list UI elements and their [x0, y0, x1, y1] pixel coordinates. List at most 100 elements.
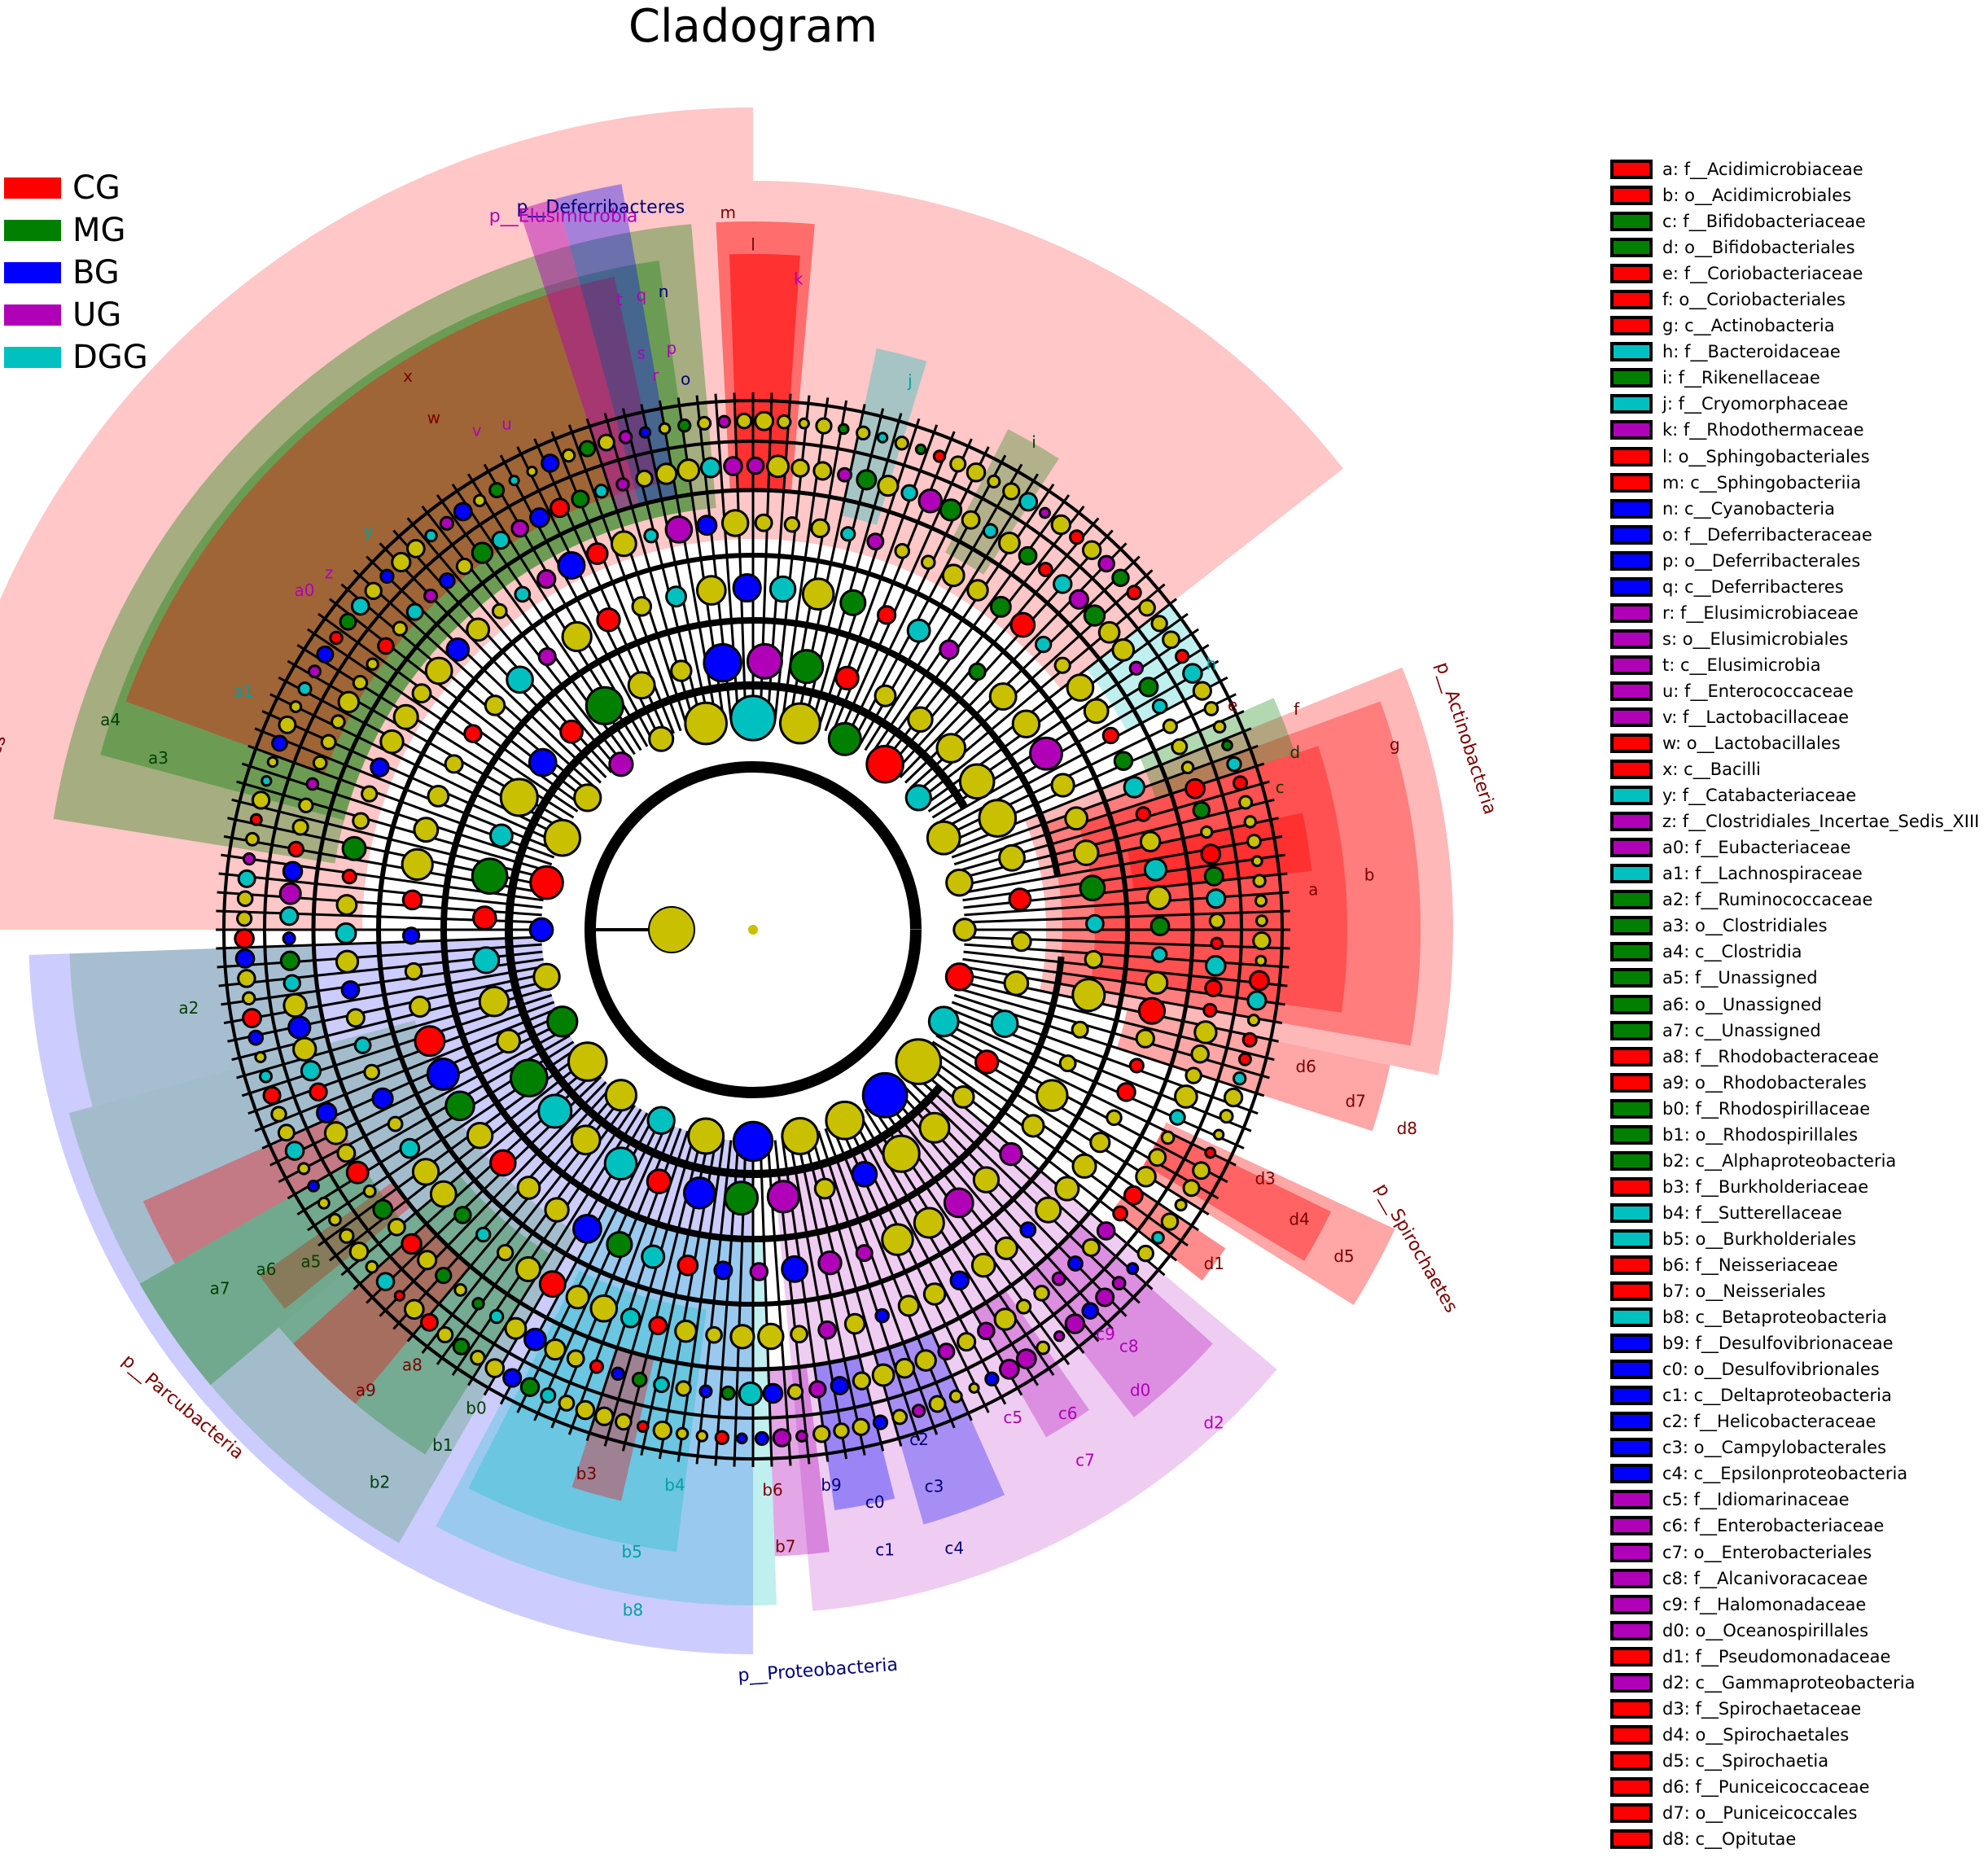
- tree-node: [1241, 1031, 1258, 1048]
- tree-node: [559, 719, 584, 744]
- taxon-legend-item: d: o__Bifidobacteriales: [1610, 234, 1979, 261]
- tree-node: [471, 541, 494, 564]
- tree-node: [1250, 855, 1263, 868]
- taxon-label: b4: f__Sutterellaceae: [1662, 1202, 1842, 1223]
- tree-node: [932, 449, 947, 463]
- tree-node: [949, 1270, 970, 1291]
- tree-node: [365, 1259, 379, 1274]
- tree-node: [977, 1321, 996, 1341]
- tree-node: [502, 1368, 523, 1388]
- tree-node: [251, 791, 271, 810]
- clade-label: l: [751, 235, 755, 255]
- tree-node: [350, 596, 370, 616]
- tree-node: [289, 700, 303, 713]
- tree-node: [670, 659, 693, 682]
- clade-label: b5: [621, 1542, 642, 1561]
- tree-node: [234, 948, 256, 969]
- taxon-label: c4: c__Epsilonproteobacteria: [1662, 1464, 1908, 1484]
- tree-node: [352, 674, 369, 691]
- taxon-legend-item: z: f__Clostridiales_Incertae_Sedis_XIII: [1610, 808, 1979, 834]
- tree-node: [536, 569, 557, 589]
- tree-node: [783, 516, 801, 533]
- taxon-label: y: f__Catabacteriaceae: [1662, 786, 1857, 806]
- taxon-legend-item: c8: f__Alcanivoracaceae: [1610, 1566, 1979, 1592]
- group-label: CG: [72, 169, 120, 207]
- clade-label: d4: [1289, 1209, 1309, 1229]
- tree-node: [305, 777, 320, 791]
- tree-node: [664, 515, 694, 544]
- taxon-swatch: [1610, 1724, 1653, 1745]
- tree-node: [1252, 874, 1267, 888]
- clade-label: b3: [576, 1464, 597, 1483]
- tree-node: [1009, 611, 1036, 638]
- taxon-swatch: [1610, 1620, 1653, 1640]
- tree-node: [471, 857, 509, 896]
- tree-node: [1219, 1109, 1234, 1124]
- tree-node: [387, 1115, 404, 1132]
- clade-label: m: [720, 203, 736, 222]
- clade-label: c3: [925, 1476, 944, 1496]
- tree-node: [999, 1141, 1023, 1167]
- tree-node: [972, 1166, 1001, 1193]
- taxon-legend-item: y: f__Catabacteriaceae: [1610, 782, 1979, 808]
- tree-node: [323, 1121, 348, 1145]
- tree-node: [1036, 1340, 1051, 1356]
- tree-node: [452, 1338, 471, 1356]
- taxon-swatch: [1610, 1568, 1653, 1588]
- taxon-swatch: [1610, 1229, 1653, 1249]
- tree-node: [939, 639, 960, 660]
- tree-node: [894, 436, 909, 451]
- clade-label: g: [1390, 734, 1400, 754]
- tree-node: [717, 414, 731, 429]
- taxon-label: w: o__Lactobacillales: [1662, 734, 1841, 754]
- tree-node: [1053, 656, 1071, 674]
- clade-label: b7: [775, 1536, 795, 1556]
- tree-node: [1237, 1052, 1252, 1066]
- tree-node: [1083, 698, 1110, 725]
- tree-node: [1143, 857, 1168, 882]
- tree-node: [697, 415, 712, 431]
- taxon-swatch: [1610, 420, 1653, 440]
- taxon-swatch: [1610, 942, 1653, 962]
- tree-node: [1111, 568, 1130, 588]
- clade-label: b6: [762, 1480, 782, 1500]
- tree-node: [703, 642, 742, 683]
- taxon-swatch: [1610, 446, 1653, 466]
- taxon-legend-item: c7: o__Enterobacteriales: [1610, 1539, 1979, 1565]
- taxon-label: q: c__Deferribacteres: [1662, 576, 1844, 597]
- clade-label: d0: [1130, 1380, 1150, 1399]
- taxon-legend-item: m: c__Sphingobacteriia: [1610, 470, 1979, 496]
- taxon-label: b: o__Acidimicrobiales: [1662, 186, 1852, 206]
- taxon-label: c: f__Bifidobacteriaceae: [1662, 212, 1866, 232]
- tree-node: [1069, 529, 1085, 545]
- tree-node: [874, 684, 897, 707]
- taxon-swatch: [1610, 1098, 1653, 1119]
- tree-node: [1113, 751, 1134, 771]
- tree-node: [687, 1117, 725, 1155]
- tree-node: [677, 458, 701, 482]
- tree-node: [282, 931, 296, 946]
- taxon-swatch: [1610, 1281, 1653, 1302]
- tree-node: [920, 554, 936, 571]
- taxon-legend-item: c3: o__Campylobacterales: [1610, 1434, 1979, 1461]
- taxon-swatch: [1610, 342, 1653, 362]
- taxon-label: b5: o__Burkholderiales: [1662, 1229, 1857, 1249]
- taxon-swatch: [1610, 1594, 1653, 1614]
- taxon-label: v: f__Lactobacillaceae: [1662, 707, 1849, 727]
- taxon-legend-item: n: c__Cyanobacteria: [1610, 496, 1979, 522]
- tree-node: [720, 1385, 736, 1401]
- taxon-swatch: [1610, 576, 1653, 597]
- group-swatch: [4, 304, 61, 326]
- tree-node: [372, 1198, 394, 1220]
- clade-label: a: [1308, 879, 1318, 899]
- tree-node: [1135, 806, 1152, 822]
- clade-label: a4: [100, 710, 120, 729]
- taxon-label: d3: f__Spirochaetaceae: [1662, 1698, 1862, 1719]
- tree-node: [471, 1297, 485, 1311]
- tree-node: [364, 581, 383, 601]
- tree-node: [1202, 1002, 1218, 1018]
- tree-node: [237, 869, 256, 888]
- tree-node: [488, 482, 506, 499]
- taxon-label: x: c__Bacilli: [1662, 760, 1761, 780]
- tree-node: [405, 602, 424, 621]
